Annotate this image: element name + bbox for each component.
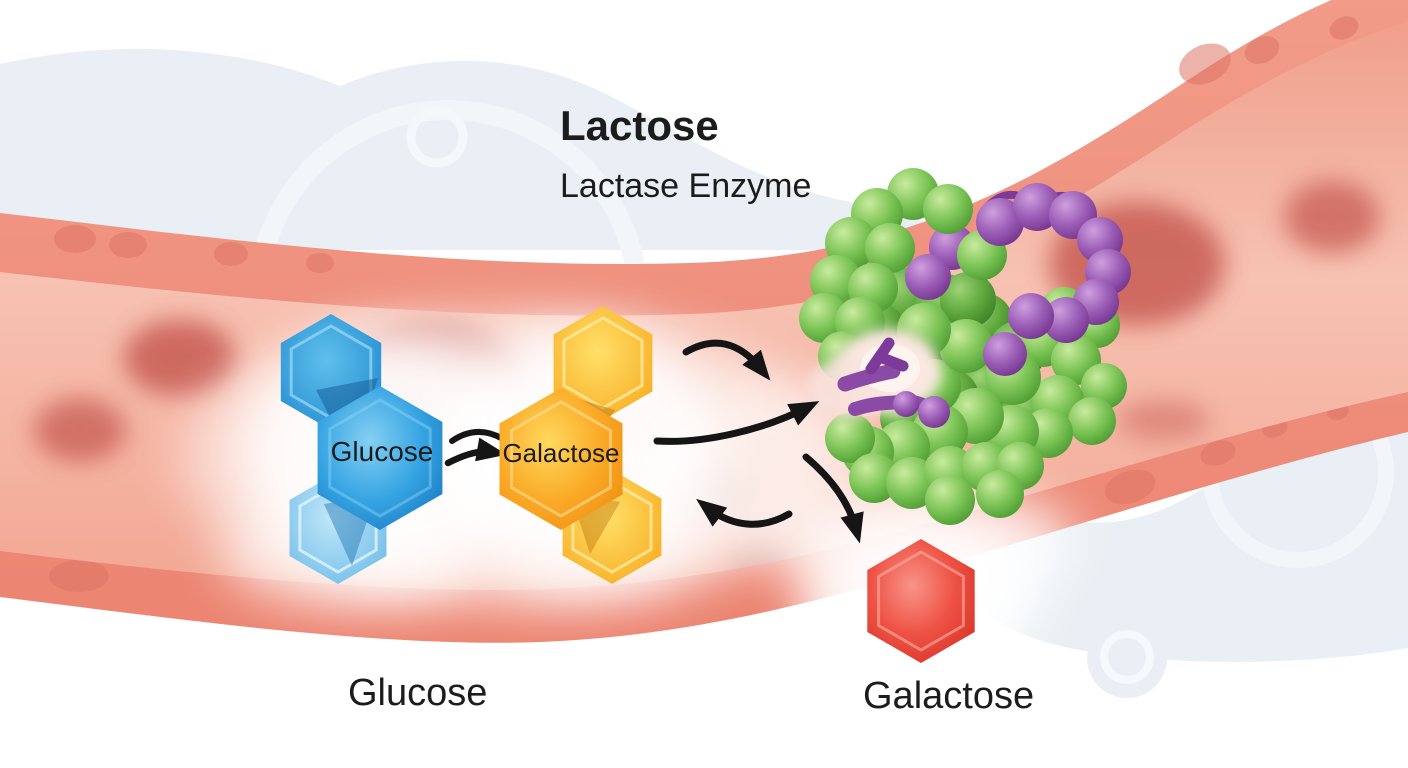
arrow-lactose-to-enzyme-top [682,339,771,381]
labels: Lactose Lactase Enzyme Glucose Galactose [348,102,1034,717]
red-hexagon [867,539,975,663]
bottom-right-blob [957,418,1408,662]
galactose-unit-label: Galactose [502,438,619,468]
galactose-hexagon-cluster: Galactose [499,306,662,584]
diagram-title: Lactose [560,102,719,149]
arrow-lactose-to-active-site [653,401,820,445]
galactose-hexagon-top [553,306,653,420]
galactose-hexagon-main [499,388,623,530]
blob-cell-ring [1100,630,1154,684]
galactose-product-hexagon [867,539,975,663]
bond-arrow [444,437,507,467]
bond-break-arrow [444,429,507,467]
glucose-unit-label: Glucose [331,436,434,467]
product-galactose-label: Galactose [863,675,1034,717]
enzyme-active-site [808,329,950,428]
enzyme-purple-chain [976,183,1131,376]
lactase-enzyme-molecule [799,168,1131,525]
glucose-hexagon-main [317,386,443,530]
arrow-enzyme-to-galactose-product [802,453,864,544]
reaction-arrows [653,339,864,544]
glucose-hexagon-cluster: Glucose [280,314,443,584]
diagram-subtitle: Lactase Enzyme [560,167,811,205]
bond-arc [449,429,506,444]
blob-cell-circle [1087,618,1167,698]
top-left-blob [0,48,960,250]
enzyme-green-spheres [799,168,1127,525]
vessel-wall-spots [49,16,1359,592]
product-glucose-label: Glucose [348,672,487,714]
lactose-molecule: Glucose Galactose [280,306,662,584]
arrow-enzyme-to-glucose-product [696,498,793,528]
blob-small-ring [406,106,468,168]
